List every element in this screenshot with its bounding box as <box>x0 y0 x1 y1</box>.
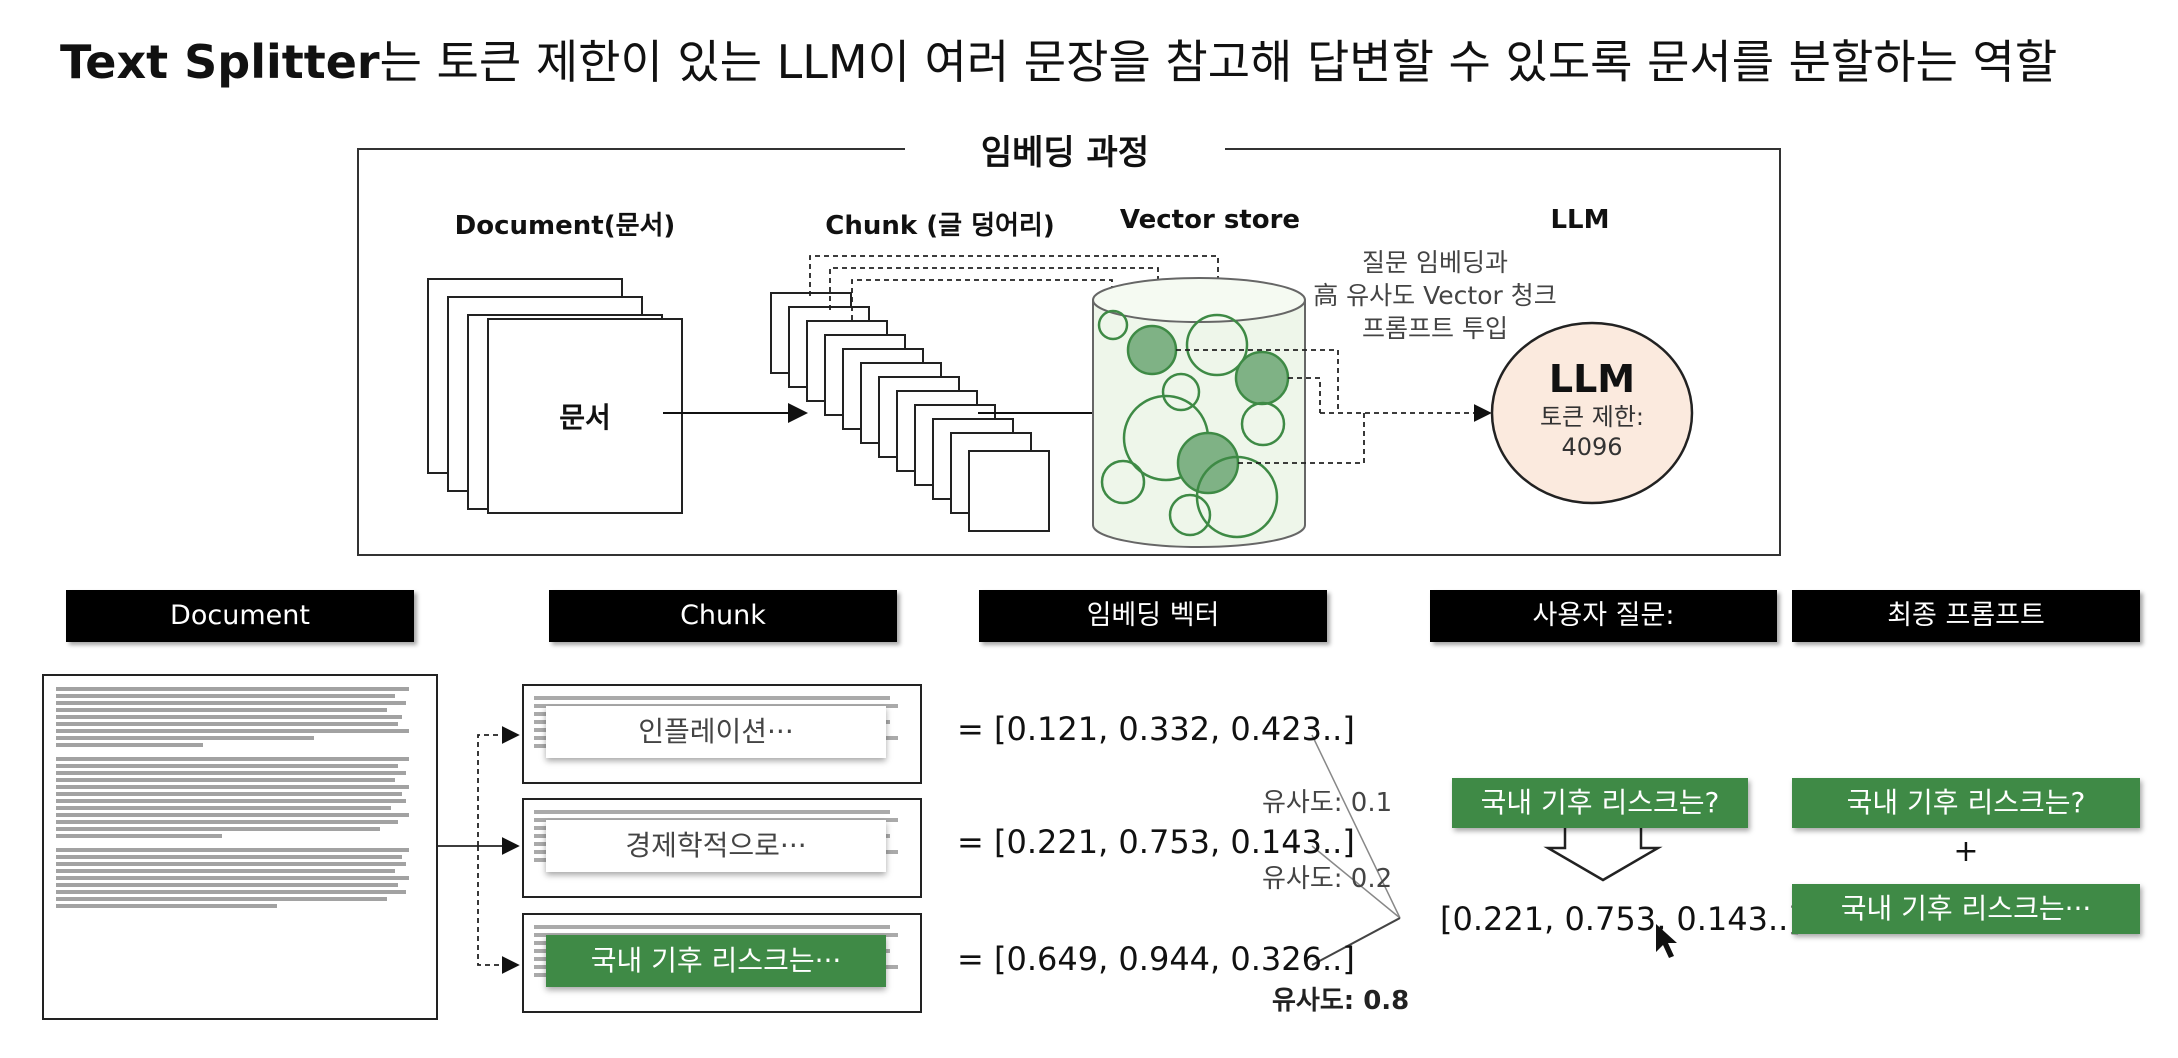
page-title: Text Splitter는 토큰 제한이 있는 LLM이 여러 문장을 참고해… <box>60 26 2057 92</box>
vector-circle-similar <box>1176 431 1240 495</box>
chunk-row-highlighted: 국내 기후 리스크는··· <box>522 913 922 1013</box>
mouse-cursor-icon <box>1656 924 1677 958</box>
vector-circle <box>1100 459 1146 505</box>
similarity-score: 유사도: 0.1 <box>1262 788 1393 818</box>
frame-title: 임베딩 과정 <box>905 128 1225 178</box>
annotation-line: 高 유사도 Vector 청크 <box>1313 281 1557 310</box>
document-paragraph <box>56 848 424 908</box>
llm-node: LLM 토큰 제한: 4096 <box>1502 356 1682 462</box>
embedding-vector: = [0.121, 0.332, 0.423..] <box>957 710 1355 748</box>
similarity-lines <box>1311 734 1401 966</box>
chunk-label-highlighted: 국내 기후 리스크는··· <box>546 935 886 987</box>
annotation-line: 질문 임베딩과 <box>1362 248 1508 277</box>
vector-circle <box>1240 401 1286 447</box>
llm-ellipse <box>1490 321 1694 505</box>
similarity-score-highlighted: 유사도: 0.8 <box>1272 986 1410 1016</box>
chunk-label: 경제학적으로··· <box>546 820 886 872</box>
document-label: 문서 <box>487 318 683 514</box>
retrieval-annotation: 질문 임베딩과 高 유사도 Vector 청크 프롬프트 투입 <box>1300 246 1570 345</box>
dashed-chunk-links <box>809 255 1227 320</box>
vector-circle <box>1168 493 1212 537</box>
header-document: Document <box>66 590 414 642</box>
final-prompt-chunk: 국내 기후 리스크는··· <box>1792 884 2140 934</box>
llm-token-limit-label: 토큰 제한: <box>1539 403 1645 431</box>
document-preview <box>42 674 438 1020</box>
llm-token-limit-value: 4096 <box>1561 433 1623 461</box>
document-paragraph <box>56 757 424 838</box>
header-embedding: 임베딩 벡터 <box>979 590 1327 642</box>
header-final-prompt: 최종 프롬프트 <box>1792 590 2140 642</box>
vector-circle <box>1161 372 1201 412</box>
final-prompt-plus: + <box>1953 834 1979 869</box>
chunk-sheet <box>968 450 1050 532</box>
similarity-score: 유사도: 0.2 <box>1262 864 1393 894</box>
title-rest: 는 토큰 제한이 있는 LLM이 여러 문장을 참고해 답변할 수 있도록 문서… <box>379 35 2058 89</box>
vector-circle <box>1097 309 1129 341</box>
vector-circle <box>1185 313 1249 377</box>
final-prompt-question: 국내 기후 리스크는? <box>1792 778 2140 828</box>
doc-to-chunk-connectors <box>438 726 520 974</box>
header-chunk: Chunk <box>549 590 897 642</box>
column-vector-store-label: Vector store <box>1119 205 1301 235</box>
embedding-vectors <box>1097 309 1290 539</box>
chunk-label: 인플레이션··· <box>546 706 886 758</box>
title-bold: Text Splitter <box>60 35 380 89</box>
llm-title: LLM <box>1548 357 1636 401</box>
annotation-line: 프롬프트 투입 <box>1362 314 1508 343</box>
chunk-row: 인플레이션··· <box>522 684 922 784</box>
user-question: 국내 기후 리스크는? <box>1452 778 1748 828</box>
column-document-label: Document(문서) <box>454 211 676 241</box>
dashed-store-links <box>1176 349 1492 464</box>
question-vector: [0.221, 0.753, 0.143..] <box>1440 900 1801 938</box>
embedding-vector: = [0.649, 0.944, 0.326..] <box>957 940 1355 978</box>
down-arrow-icon <box>1543 828 1663 882</box>
header-question: 사용자 질문: <box>1430 590 1777 642</box>
column-chunk-label: Chunk (글 덩어리) <box>825 211 1055 241</box>
column-llm-label: LLM <box>1550 205 1610 235</box>
vector-circle-similar <box>1234 350 1290 406</box>
chunk-row: 경제학적으로··· <box>522 798 922 898</box>
embedding-vector: = [0.221, 0.753, 0.143..] <box>957 823 1355 861</box>
vector-circle-similar <box>1126 324 1178 376</box>
document-paragraph <box>56 687 424 747</box>
